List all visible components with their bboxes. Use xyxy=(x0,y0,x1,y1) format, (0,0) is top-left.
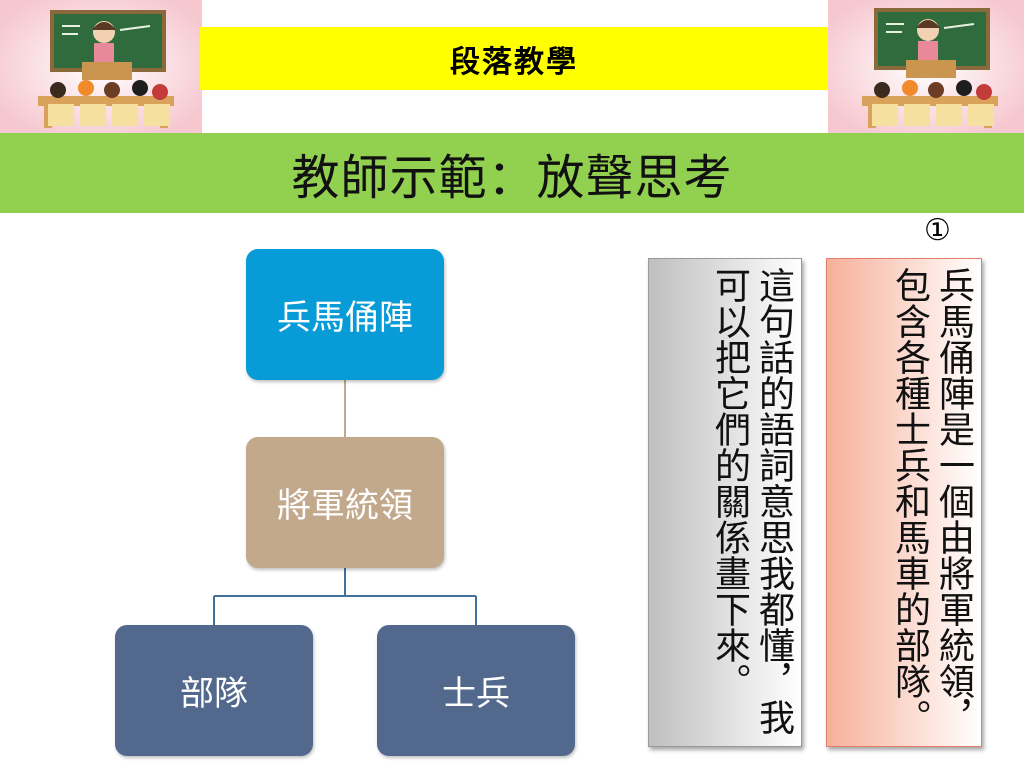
classroom-teacher-icon xyxy=(0,0,202,133)
diagram-node-child-1: 部隊 xyxy=(115,625,313,756)
thinking-note: 這句話的語詞意思我都懂，我可以把它們的關係畫下來。 xyxy=(648,258,802,747)
header-title: 段落教學 xyxy=(450,44,578,80)
step-marker: ① xyxy=(924,213,951,248)
connector-middle-children xyxy=(213,568,477,625)
header-band: 段落教學 xyxy=(200,27,828,90)
diagram-node-child-2: 士兵 xyxy=(377,625,575,756)
classroom-clipart-left xyxy=(0,0,202,133)
classroom-teacher-icon xyxy=(828,0,1024,133)
title-band: 教師示範：放聲思考 xyxy=(0,133,1024,213)
diagram-node-root: 兵馬俑陣 xyxy=(246,249,444,380)
slide-title: 教師示範：放聲思考 xyxy=(291,150,733,206)
diagram-node-middle: 將軍統領 xyxy=(246,437,444,568)
definition-note: 兵馬俑陣是一個由將軍統領，包含各種士兵和馬車的部隊。 xyxy=(826,258,982,747)
classroom-clipart-right xyxy=(828,0,1024,133)
